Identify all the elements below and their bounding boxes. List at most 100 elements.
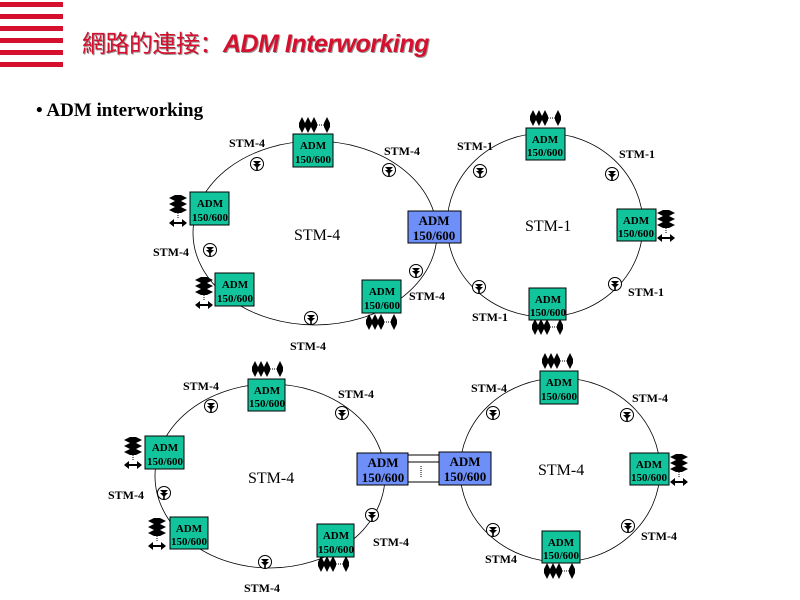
adm-node[interactable]: ADM 150/600: [144, 435, 185, 470]
regenerator-icon: [486, 406, 500, 420]
logo-stripe: [0, 26, 63, 31]
adm-node[interactable]: ADM 150/600: [539, 370, 579, 405]
adm-node[interactable]: ADM 150/600: [541, 530, 581, 564]
title-en: ADM Interworking: [223, 30, 429, 58]
regenerator-icon: [621, 519, 635, 533]
ring-label: STM-1: [525, 218, 571, 235]
svg-text:ADM: ADM: [176, 523, 203, 535]
svg-text:150/600: 150/600: [295, 154, 332, 166]
link-label: STM-4: [384, 144, 420, 158]
tributary-icon: [168, 194, 188, 228]
svg-text:150/600: 150/600: [249, 398, 286, 410]
link-label: STM-4: [183, 379, 219, 393]
logo-stripe: [0, 50, 63, 55]
adm-node[interactable]: ADM 150/600: [361, 279, 402, 314]
regenerator-icon: [608, 277, 622, 291]
svg-text:ADM: ADM: [449, 454, 480, 469]
regenerator-icon: [204, 399, 218, 413]
logo-stripe: [0, 14, 63, 19]
link-label: STM-1: [457, 139, 493, 153]
regenerator-icon: [335, 406, 349, 420]
tributary-icon: [298, 116, 331, 134]
link-label: STM-4: [290, 339, 326, 353]
tributary-icon: [656, 209, 676, 243]
adm-node[interactable]: ADM 150/600: [169, 516, 209, 550]
logo-stripe: [0, 62, 63, 67]
regenerator-icon: [486, 523, 500, 537]
interconnect-link: [408, 454, 439, 483]
link-label: STM-4: [108, 488, 144, 502]
regenerator-icon: [409, 264, 423, 278]
svg-text:ADM: ADM: [418, 213, 449, 228]
tributary-icon: [529, 109, 562, 127]
svg-text:150/600: 150/600: [217, 293, 254, 305]
svg-text:ADM: ADM: [254, 385, 281, 397]
svg-text:ADM: ADM: [197, 198, 224, 210]
logo-stripe: [0, 2, 63, 7]
adm-node[interactable]: ADM 150/600: [292, 133, 334, 168]
adm-node-shared[interactable]: ADM 150/600: [407, 210, 462, 244]
adm-node-interconnect[interactable]: ADM 150/600: [438, 451, 492, 486]
svg-text:150/600: 150/600: [147, 456, 184, 468]
svg-text:ADM: ADM: [323, 530, 350, 542]
svg-text:ADM: ADM: [300, 140, 327, 152]
link-label: STM-4: [244, 581, 280, 595]
link-label: STM-4: [229, 136, 265, 150]
tributary-icon: [251, 360, 284, 378]
svg-text:150/600: 150/600: [413, 228, 456, 243]
svg-text:ADM: ADM: [623, 215, 650, 227]
adm-node[interactable]: ADM 150/600: [189, 191, 230, 226]
regenerator-icon: [365, 508, 379, 522]
svg-text:ADM: ADM: [546, 377, 573, 389]
svg-text:ADM: ADM: [152, 442, 179, 454]
link-label: STM-4: [632, 391, 668, 405]
tributary-icon: [194, 276, 214, 310]
adm-node[interactable]: ADM 150/600: [214, 272, 255, 307]
tributary-icon: [541, 352, 574, 370]
link-label: STM-4: [373, 535, 409, 549]
svg-text:ADM: ADM: [636, 459, 663, 471]
tributary-icon: [543, 562, 576, 580]
svg-text:ADM: ADM: [548, 537, 575, 549]
link-label: STM-4: [153, 245, 189, 259]
adm-node[interactable]: ADM 150/600: [316, 523, 355, 558]
tributary-icon: [317, 555, 350, 573]
logo-stripe: [0, 38, 63, 43]
tributary-icon: [365, 313, 398, 331]
regenerator-icon: [258, 555, 272, 569]
regenerator-icon: [250, 157, 264, 171]
regenerator-icon: [382, 163, 396, 177]
svg-text:150/600: 150/600: [631, 472, 668, 484]
title-cjk: 網路的連接：: [82, 30, 224, 58]
ring-label: STM-4: [248, 470, 294, 487]
link-label: STM-1: [472, 310, 508, 324]
regenerator-icon: [472, 280, 486, 294]
page-title: 網路的連接：ADM Interworking: [82, 24, 429, 59]
regenerator-icon: [203, 243, 217, 257]
adm-node[interactable]: ADM 150/600: [629, 452, 670, 486]
adm-node[interactable]: ADM 150/600: [247, 378, 286, 412]
svg-text:150/600: 150/600: [530, 307, 567, 319]
regenerator-icon: [473, 164, 487, 178]
svg-text:ADM: ADM: [535, 294, 562, 306]
link-label: STM-4: [338, 387, 374, 401]
svg-text:150/600: 150/600: [362, 470, 405, 485]
svg-text:150/600: 150/600: [527, 147, 564, 159]
ring-label: STM-4: [294, 227, 340, 244]
adm-node-interconnect[interactable]: ADM 150/600: [356, 452, 409, 486]
adm-node[interactable]: ADM 150/600: [528, 287, 567, 321]
regenerator-icon: [157, 486, 171, 500]
svg-text:150/600: 150/600: [192, 212, 229, 224]
svg-text:150/600: 150/600: [541, 391, 578, 403]
adm-node[interactable]: ADM 150/600: [616, 208, 657, 242]
adm-node[interactable]: ADM 150/600: [525, 127, 566, 161]
svg-text:150/600: 150/600: [543, 550, 580, 562]
link-label: STM-4: [409, 289, 445, 303]
regenerator-icon: [620, 408, 634, 422]
tributary-icon: [669, 453, 689, 487]
link-label: STM-1: [628, 285, 664, 299]
svg-text:ADM: ADM: [222, 279, 249, 291]
svg-text:150/600: 150/600: [364, 300, 401, 312]
link-label: STM4: [485, 552, 517, 566]
